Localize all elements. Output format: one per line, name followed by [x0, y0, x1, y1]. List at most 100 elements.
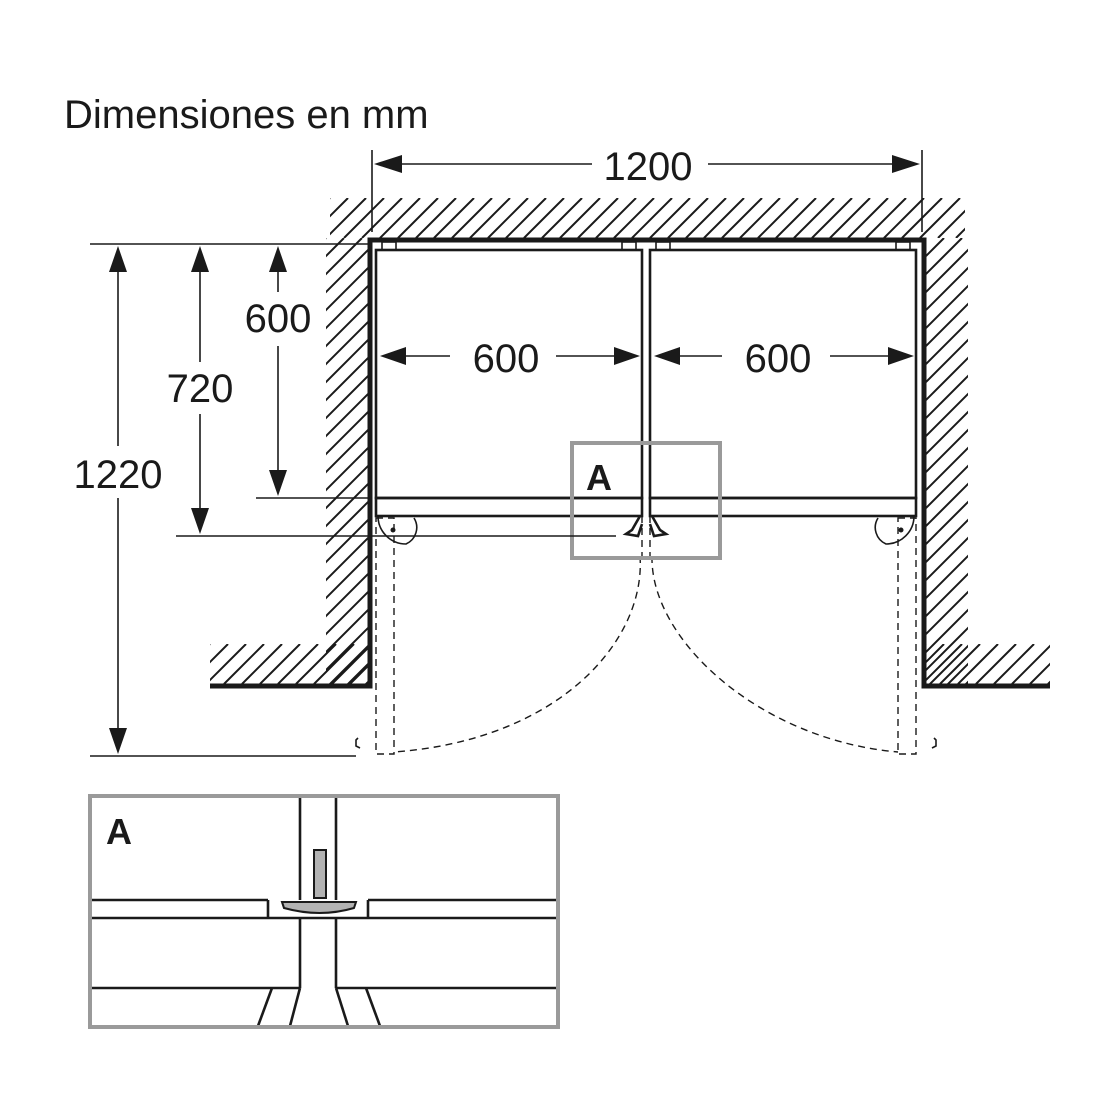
hatch-line [926, 644, 963, 682]
hatch-line [926, 356, 968, 402]
hatch-line [508, 238, 956, 686]
inset-right-handle-outer [364, 987, 382, 1026]
right-unit-arrow-right [888, 347, 914, 365]
left-spacer-outer [381, 241, 397, 251]
inset-right-handle-inner [334, 987, 350, 1026]
hatch-line [670, 238, 1100, 686]
hatch-line [331, 646, 368, 684]
right-spacer-outer [895, 241, 911, 251]
detail-a-frame [88, 794, 560, 1029]
hatch-line [562, 238, 1010, 686]
hatch-line [926, 554, 968, 600]
dimension-unit-widths: 600 600 [380, 337, 914, 381]
hatch-line [595, 198, 637, 238]
hatch-line [326, 320, 368, 366]
hatch-line [472, 238, 920, 686]
hatch-line [223, 644, 265, 684]
hatch-line [975, 644, 1017, 684]
hatch-line [343, 198, 385, 238]
hatch-line [926, 608, 968, 654]
hatch-line [326, 248, 368, 294]
hatch-line [326, 302, 368, 348]
hatch-line [415, 198, 457, 238]
hatch-line [1011, 644, 1050, 684]
detail-a-marker [570, 441, 722, 560]
left-door-swing-arc [393, 555, 641, 753]
hatch-line [1047, 680, 1050, 684]
hatch-line [1084, 644, 1100, 684]
hatch-line [433, 198, 475, 238]
right-hinge-pivot [898, 527, 904, 533]
hatch-line [811, 198, 853, 238]
hatch-line [1072, 238, 1100, 686]
wall-hatching [210, 198, 1100, 686]
hatch-line [992, 198, 1032, 238]
hatch-line [487, 198, 529, 238]
hatch-line [469, 198, 511, 238]
hatch-line [793, 198, 835, 238]
hatch-line [326, 284, 368, 330]
detail-a-inset-label: A [106, 811, 132, 852]
hatch-line [1000, 238, 1100, 686]
hatch-line [616, 238, 1064, 686]
depth-with-doors-label: 720 [167, 367, 234, 411]
hatch-line [957, 644, 999, 684]
left-unit-arrow-left [380, 347, 406, 365]
hatch-line [400, 238, 848, 686]
hatch-line [926, 374, 968, 420]
depth-body-label: 600 [245, 297, 312, 341]
depth-1220-arrow-bottom [109, 728, 127, 754]
right-door-swing-arc [651, 555, 899, 753]
hatch-line [724, 238, 1100, 686]
left-appliance-door [374, 496, 644, 518]
hatch-line [926, 482, 968, 528]
hatch-line [982, 238, 1100, 686]
hatch-line [490, 238, 938, 686]
hatch-line [505, 198, 547, 238]
inset-left-handle-inner [288, 987, 302, 1026]
hatch-line [963, 680, 968, 686]
hatch-line [847, 198, 889, 238]
hatch-line [598, 238, 1046, 686]
hatch-line [945, 662, 968, 686]
inset-connector-stem [313, 849, 327, 899]
hatch-line [926, 410, 968, 456]
hatch-line [742, 238, 1100, 686]
hatch-line [451, 198, 493, 238]
hatch-line [703, 198, 745, 238]
hatch-line [259, 644, 301, 684]
hatch-line [939, 644, 981, 684]
hatch-line [295, 644, 337, 684]
left-door-handle [622, 515, 644, 538]
right-spacer-inner [655, 241, 671, 251]
hatch-line [926, 238, 927, 240]
depth-doors-open-label: 1220 [74, 453, 163, 497]
hatch-line [649, 198, 691, 238]
hatch-line [926, 284, 968, 330]
depth-720-arrow-top [191, 246, 209, 272]
hatch-line [210, 644, 229, 664]
right-unit-arrow-left [654, 347, 680, 365]
hatch-line [919, 198, 961, 238]
hatch-line [685, 198, 727, 238]
width-arrow-right [892, 155, 920, 173]
right-door-open [897, 517, 917, 755]
hatch-line [631, 198, 673, 238]
right-appliance [648, 241, 918, 518]
hatch-line [775, 198, 817, 238]
hatch-line [926, 644, 927, 646]
hatch-line [937, 209, 965, 238]
hatch-line [613, 198, 655, 238]
hatch-line [326, 446, 368, 492]
hatch-line [706, 238, 1100, 686]
hatch-line [721, 198, 763, 238]
hinges [377, 515, 915, 545]
hatch-line [926, 392, 968, 438]
niche-wall-outline [210, 237, 1050, 689]
hatch-line [757, 198, 799, 238]
total-width-label: 1200 [604, 145, 693, 189]
hatch-line [577, 198, 619, 238]
title: Dimensiones en mm [64, 93, 429, 137]
hatch-line [688, 238, 1100, 686]
